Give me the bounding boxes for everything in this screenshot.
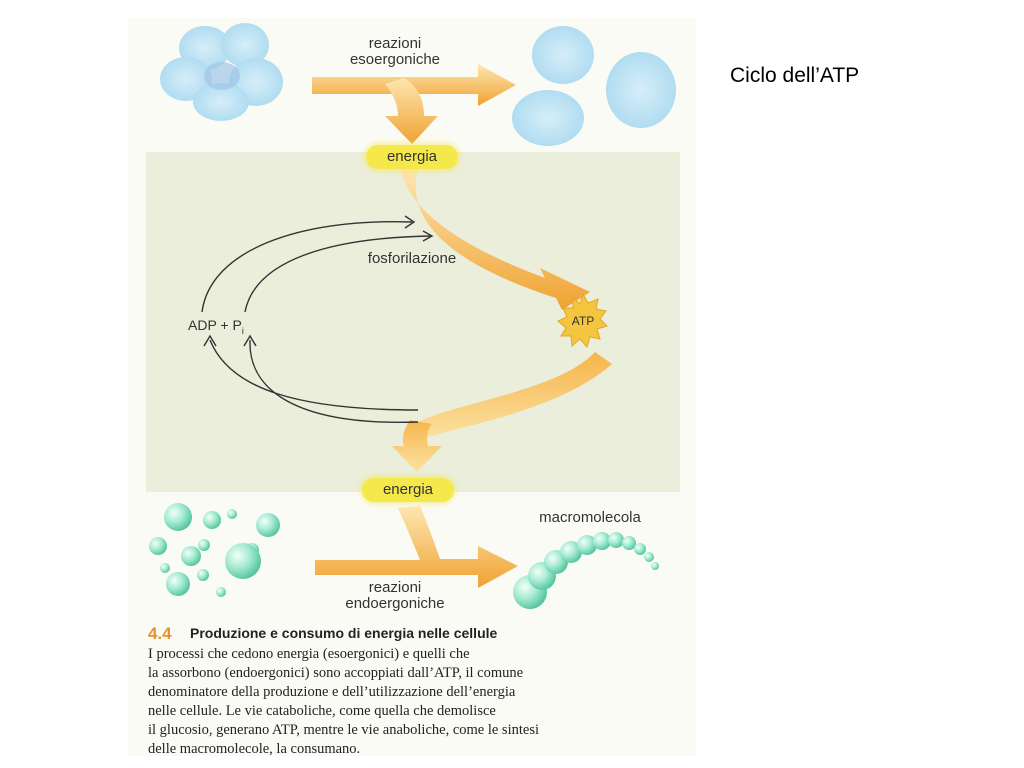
phosphorylation-arrow [400,168,590,310]
energy-down-arrow [392,420,442,472]
adp-pi-subscript: i [241,325,244,336]
figure-caption-title: Produzione e consumo di energia nelle ce… [190,625,498,641]
caption-line: nelle cellule. Le vie cataboliche, come … [148,703,496,719]
energy-to-synthesis-arrow [315,506,518,588]
monomer-spheres [149,503,280,597]
caption-line: la assorbono (endoergonici) sono accoppi… [148,665,524,681]
energy-release-arrow [385,78,438,144]
adp-pi-label: ADP + Pi [188,317,244,336]
energy-top-pill: energia [366,145,458,169]
adp-recycle-arrows [201,220,431,424]
phosphorylation-label: fosforilazione [367,250,457,267]
caption-line: il glucosio, generano ATP, mentre le vie… [148,722,539,738]
atp-burst-icon [557,292,608,349]
endergonic-reactions-label: reazioni endoergoniche [345,579,445,612]
atp-hydrolysis-arrow [405,352,612,442]
caption-line: delle macromolecole, la consumano. [148,741,361,757]
exergonic-arrow [312,64,516,106]
energy-bottom-pill: energia [362,478,454,502]
caption-line: denominatore della produzione e dell’uti… [148,684,516,700]
exergonic-reactions-label: reazioni esoergoniche [349,35,441,68]
slide-title: Ciclo dell’ATP [730,64,860,87]
caption-line: I processi che cedono energia (esoergoni… [148,646,470,662]
product-molecule-blobs [512,26,676,146]
macromolecule-label: macromolecola [539,509,641,526]
macromolecule-chain [513,532,659,609]
atp-label: ATP [571,314,595,328]
arrowheads [203,215,434,347]
figure-number: 4.4 [148,624,172,643]
reactant-molecule-cluster [160,23,283,121]
